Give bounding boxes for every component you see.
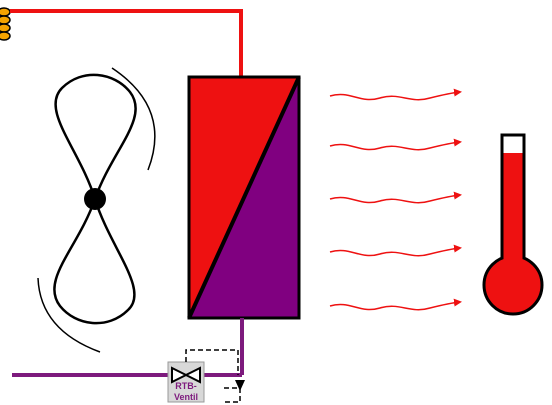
coil-icon xyxy=(0,8,10,40)
cold-return-pipe xyxy=(12,318,242,375)
heat-wave-icon xyxy=(330,195,460,203)
heat-wave-icon xyxy=(330,92,460,100)
valve-icon: RTB- Ventil xyxy=(168,362,204,402)
valve-label-line2: Ventil xyxy=(174,392,198,402)
thermometer-icon xyxy=(484,135,542,314)
hot-supply-pipe xyxy=(10,11,241,77)
valve-label-line1: RTB- xyxy=(175,381,197,391)
heat-wave-icon xyxy=(330,248,460,256)
heat-wave-icon xyxy=(330,302,460,310)
fan-icon xyxy=(38,68,155,352)
heat-wave-icon xyxy=(330,142,460,150)
heat-exchanger-icon xyxy=(189,77,299,318)
heat-waves xyxy=(330,92,460,310)
